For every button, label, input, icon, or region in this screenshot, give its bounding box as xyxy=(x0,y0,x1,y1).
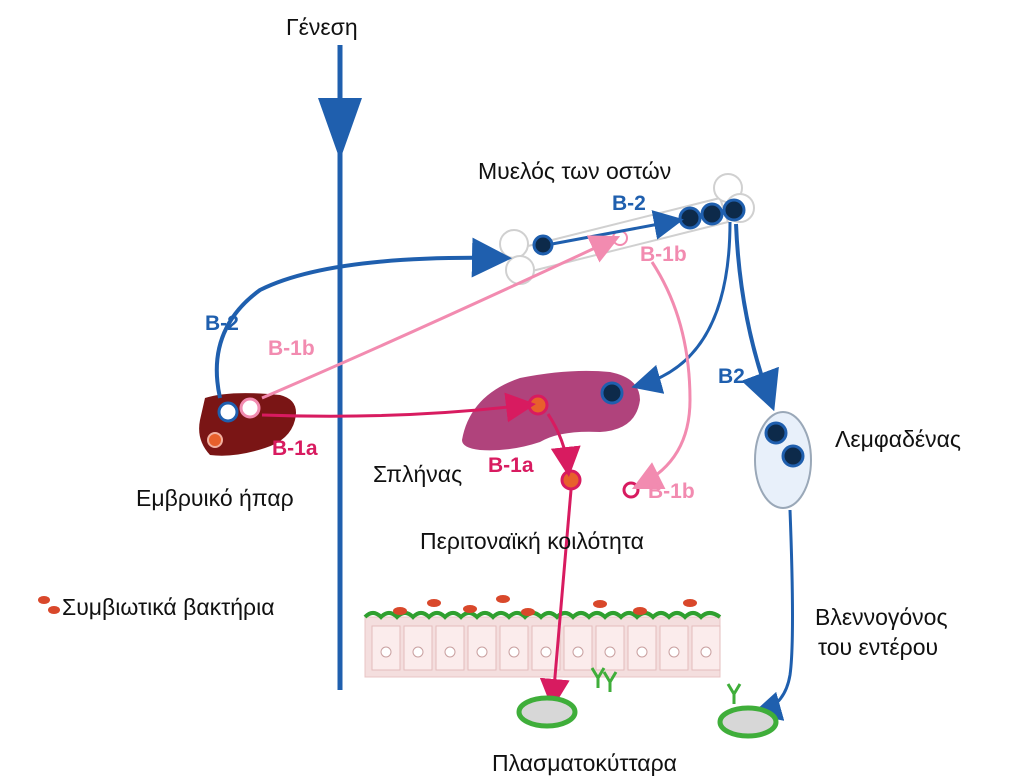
bacteria-legend-icon xyxy=(38,596,60,614)
arrow-b2-liver-to-marrow xyxy=(217,258,500,398)
b1b-peritoneal-label: B-1b xyxy=(648,481,695,502)
peritoneal-b1a-cell xyxy=(562,471,580,489)
plasma-cells xyxy=(519,698,776,736)
genesis-timeline xyxy=(318,45,362,690)
epithelial-nucleus xyxy=(573,647,583,657)
commensal-bacteria-label: Συμβιωτικά βακτήρια xyxy=(62,596,275,619)
genesis-label: Γένεση xyxy=(286,16,358,39)
intestinal-mucosa xyxy=(365,613,720,677)
bone-marrow-label: Μυελός των οστών xyxy=(478,160,671,183)
intestinal-mucosa-label-line2: του εντέρου xyxy=(818,636,938,659)
epithelial-nucleus xyxy=(637,647,647,657)
b1b-marrow-label: B-1b xyxy=(640,244,687,265)
plasma-cells-label: Πλασματοκύτταρα xyxy=(492,752,677,775)
epithelial-nucleus xyxy=(381,647,391,657)
arrow-b2-lymph-to-plasma xyxy=(760,510,793,712)
peritoneal-b1b-cell xyxy=(624,483,638,497)
spleen xyxy=(462,371,640,450)
epithelial-nucleus xyxy=(445,647,455,657)
b1a-spleen-label: B-1a xyxy=(488,455,534,476)
b2-lymph-label: B2 xyxy=(718,366,745,387)
epithelial-nucleus xyxy=(605,647,615,657)
epithelial-nucleus xyxy=(413,647,423,657)
epithelial-nucleus xyxy=(669,647,679,657)
fetal-liver-label: Εμβρυικό ήπαρ xyxy=(136,487,294,510)
epithelial-nucleus xyxy=(541,647,551,657)
b2-liver-label: B-2 xyxy=(205,313,239,334)
lymph-node-label: Λεμφαδένας xyxy=(835,428,961,451)
spleen-label: Σπλήνας xyxy=(373,463,462,486)
epithelial-nucleus xyxy=(477,647,487,657)
epithelial-nucleus xyxy=(509,647,519,657)
lymph-node xyxy=(755,412,811,508)
peritoneal-cavity-label: Περιτοναϊκή κοιλότητα xyxy=(420,530,644,553)
intestinal-mucosa-label-line1: Βλεννογόνος xyxy=(815,606,948,629)
b1b-liver-label: B-1b xyxy=(268,338,315,359)
b1a-liver-label: B-1a xyxy=(272,438,318,459)
b2-marrow-label: B-2 xyxy=(612,193,646,214)
epithelial-nucleus xyxy=(701,647,711,657)
